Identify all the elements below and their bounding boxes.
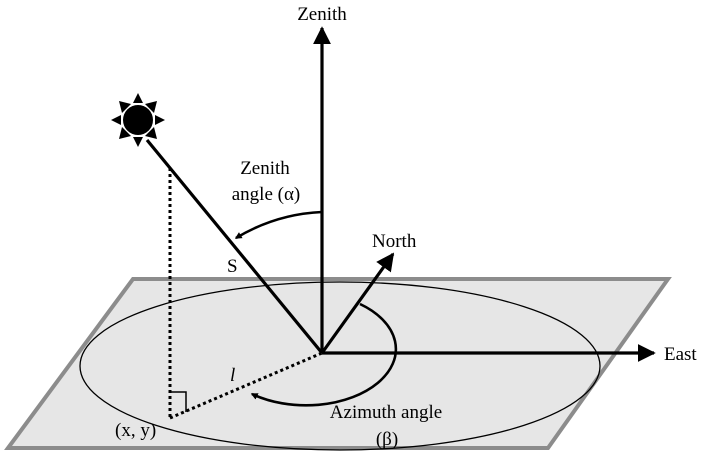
horizon-ellipse <box>79 281 601 451</box>
azimuth-arc <box>250 302 398 407</box>
zenith-angle-arc <box>234 210 323 240</box>
label-l: l <box>230 365 235 386</box>
label-s: S <box>227 256 238 277</box>
right-angle-marker <box>170 391 187 412</box>
sun-icon <box>111 93 165 147</box>
label-zenith-angle-line1: Zenith <box>240 158 290 179</box>
ground-plane <box>4 277 672 450</box>
label-east: East <box>664 344 697 365</box>
sun-ray <box>145 138 324 355</box>
label-azimuth-line1: Azimuth angle <box>330 402 442 423</box>
label-point: (x, y) <box>115 420 156 441</box>
label-zenith: Zenith <box>297 4 347 25</box>
label-azimuth-line2: (β) <box>376 429 398 450</box>
label-zenith-angle-line2: angle (α) <box>232 184 301 205</box>
north-axis <box>320 252 395 354</box>
label-north: North <box>372 231 417 252</box>
